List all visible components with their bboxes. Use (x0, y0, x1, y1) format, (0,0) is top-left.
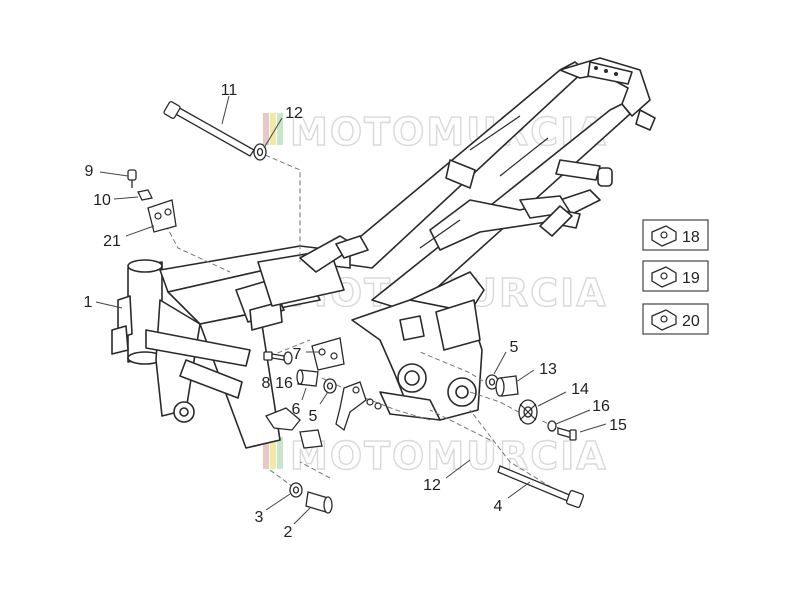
part-5-bush-left (323, 378, 337, 394)
kit-box-18[interactable]: 18 (642, 219, 709, 251)
callout-1: 1 (84, 294, 93, 311)
part-9-screw (127, 169, 137, 188)
watermark-top: MOTOMURCIA (263, 109, 608, 155)
callout-11: 11 (221, 82, 238, 99)
part-2-spacer (305, 491, 333, 514)
kit-number-18: 18 (682, 229, 700, 246)
part-14-damper (518, 399, 538, 425)
callout-2: 2 (284, 524, 293, 541)
clip-nut-icon (651, 309, 677, 331)
part-16-washer-left (283, 351, 293, 365)
callout-8: 8 (262, 375, 271, 392)
part-10-nut (137, 189, 153, 201)
part-4-long-bolt (497, 465, 585, 509)
kit-number-19: 19 (682, 270, 700, 287)
part-linkage-bracket (265, 381, 382, 449)
main-frame (111, 235, 369, 449)
part-21-bracket (147, 199, 177, 233)
callout-9: 9 (85, 163, 94, 180)
kit-number-20: 20 (682, 313, 700, 330)
leader-lines (95, 95, 607, 525)
callout-6: 6 (292, 401, 301, 418)
callout-13: 13 (539, 361, 557, 378)
part-8-bolt (263, 351, 285, 361)
kit-box-20[interactable]: 20 (642, 303, 709, 335)
clip-nut-icon (651, 225, 677, 247)
callout-5-left: 5 (309, 408, 318, 425)
callout-16-right: 16 (592, 398, 610, 415)
swingarm-plate (351, 271, 485, 421)
svg-text:MOTOMURCIA: MOTOMURCIA (290, 110, 608, 154)
part-7-bracket (311, 337, 345, 371)
part-13-spacer (495, 375, 519, 397)
part-3-washer (289, 482, 303, 498)
callout-14: 14 (571, 381, 589, 398)
callout-15: 15 (609, 417, 627, 434)
part-6-spacer (296, 369, 319, 387)
callout-7: 7 (293, 346, 302, 363)
callout-12-top: 12 (285, 105, 303, 122)
clip-nut-icon (651, 266, 677, 288)
svg-text:MOTOMURCIA: MOTOMURCIA (290, 434, 608, 478)
part-11-long-bolt (163, 101, 255, 157)
kit-box-19[interactable]: 19 (642, 260, 709, 292)
part-16-washer-right (547, 420, 557, 432)
callout-12-bottom: 12 (423, 477, 441, 494)
part-5-bush-right (485, 374, 499, 390)
callout-10: 10 (93, 192, 111, 209)
callout-5-right: 5 (510, 339, 519, 356)
part-12-washer (253, 143, 267, 161)
part-15-screw (557, 427, 577, 441)
callout-21: 21 (103, 233, 121, 250)
callout-16-left: 16 (275, 375, 293, 392)
callout-3: 3 (255, 509, 264, 526)
callout-4: 4 (494, 498, 503, 515)
watermark-bottom: MOTOMURCIA (263, 433, 608, 479)
